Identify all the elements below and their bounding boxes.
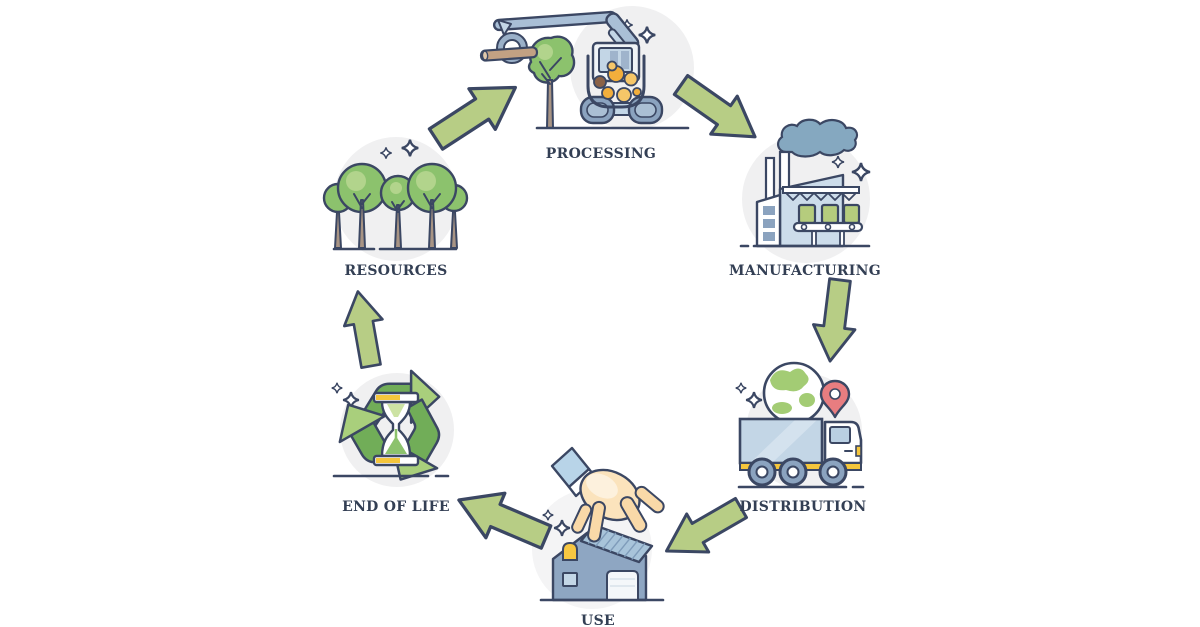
arrow-use-to-endoflife	[447, 476, 558, 561]
track-wheels	[579, 95, 664, 125]
globe-icon	[762, 361, 826, 425]
arrow-endoflife-to-resources	[337, 286, 392, 371]
arrow-resources-to-processing	[421, 65, 531, 161]
forest-trees-icon	[322, 138, 469, 251]
factory-conveyor-icon	[739, 118, 872, 248]
crane-arm	[479, 10, 640, 64]
sparkle-icon	[331, 382, 343, 394]
delivery-truck-icon	[738, 417, 863, 487]
stage-label-resources: RESOURCES	[344, 263, 448, 279]
hourglass-icon	[372, 391, 420, 467]
stage-label-use: USE	[581, 613, 615, 627]
stage-label-end-of-life: END OF LIFE	[342, 499, 450, 515]
log-icon	[479, 46, 539, 62]
truck-wheels	[747, 457, 848, 487]
sparkle-icon	[735, 382, 747, 394]
stage-label-manufacturing: MANUFACTURING	[729, 263, 881, 279]
smoke-icon	[776, 118, 859, 158]
stage-label-distribution: DISTRIBUTION	[739, 499, 867, 515]
location-pin-icon	[819, 379, 851, 419]
truck-globe-pin-icon	[735, 361, 865, 489]
hand-placing-house-icon	[539, 446, 665, 602]
arrow-manufacturing-to-distribution	[807, 276, 863, 366]
arrow-distribution-to-use	[654, 487, 754, 572]
log-harvester-icon	[479, 10, 690, 130]
recycle-hourglass-icon	[331, 369, 450, 481]
logs-in-bin	[593, 60, 642, 103]
stage-label-processing: PROCESSING	[545, 146, 657, 162]
hand-icon	[550, 446, 665, 543]
conveyor-boxes	[797, 203, 861, 225]
tree-icon	[527, 35, 576, 84]
